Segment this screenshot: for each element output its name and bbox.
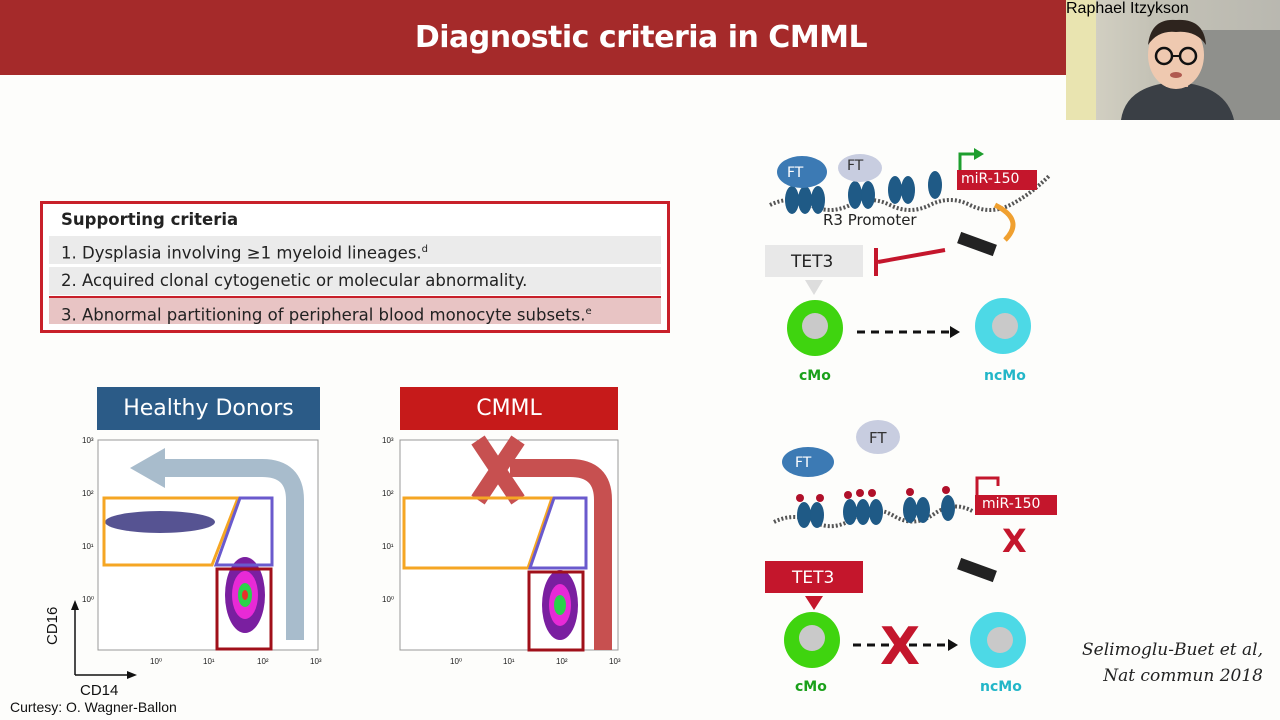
ft-label: FT: [795, 455, 812, 471]
mechanism-diagram: [765, 148, 1057, 668]
cmo-label: cMo: [799, 368, 831, 384]
nucleus: [987, 627, 1013, 653]
ft-label: FT: [869, 429, 887, 447]
table-row: 1. Dysplasia involving ≥1 myeloid lineag…: [49, 236, 661, 264]
methylation-marks: [796, 486, 950, 502]
x-block-icon: [471, 435, 525, 505]
y-tick: 10⁰: [82, 595, 95, 604]
mirna-label: miR-150: [982, 496, 1041, 512]
mirna-strand: [957, 557, 997, 583]
nucleosomes: [797, 495, 955, 528]
mirna-box: [957, 170, 1037, 190]
x-tick: 10³: [609, 657, 621, 666]
y-tick: 10¹: [82, 542, 94, 551]
table-row: 2. Acquired clonal cytogenetic or molecu…: [49, 267, 661, 295]
arrow-head: [950, 326, 960, 338]
x-tick: 10³: [310, 657, 322, 666]
ft-label: FT: [787, 165, 804, 181]
x-tick: 10²: [257, 657, 269, 666]
healthy-donors-label: Healthy Donors: [97, 387, 320, 430]
speaker-name: Raphael Itzykson: [1066, 0, 1189, 17]
y-tick: 10³: [82, 436, 94, 445]
tet3-box-active: [765, 561, 863, 593]
purple-gate: [527, 496, 588, 570]
promoter-label: R3 Promoter: [823, 211, 917, 229]
flow-cytometry-figure: [71, 435, 619, 679]
tet3-label: TET3: [792, 568, 835, 588]
footnote-mark: d: [421, 244, 429, 255]
arrow-head: [805, 596, 823, 610]
ft-protein: [838, 154, 882, 182]
arrow-head: [71, 600, 79, 610]
cmo-label: cMo: [795, 679, 827, 695]
y-tick: 10³: [382, 436, 394, 445]
mirna-label: miR-150: [961, 171, 1020, 187]
y-tick: 10²: [82, 489, 94, 498]
row-text: 2. Acquired clonal cytogenetic or molecu…: [61, 271, 528, 290]
orange-gate: [402, 496, 555, 570]
title-bar: [0, 0, 1066, 75]
inhibition-line: [877, 248, 946, 264]
transition-arrow: [160, 459, 304, 640]
purple-gate: [213, 496, 274, 567]
supporting-criteria-table: Supporting criteria 1. Dysplasia involvi…: [40, 201, 670, 333]
arrow-head: [948, 639, 958, 651]
y-tick: 10²: [382, 489, 394, 498]
cmml-label: CMML: [400, 387, 618, 430]
image-credit: Curtesy: O. Wagner-Ballon: [10, 699, 177, 715]
row-text: 1. Dysplasia involving ≥1 myeloid lineag…: [61, 243, 422, 263]
ft-label: FT: [847, 158, 864, 174]
x-tick: 10⁰: [150, 657, 163, 666]
arrow-head: [130, 448, 165, 488]
nucleus: [799, 625, 825, 651]
arrow-head: [127, 671, 137, 679]
mirna-box: [975, 495, 1057, 515]
x-tick: 10¹: [503, 657, 515, 666]
ncmo-label: ncMo: [984, 368, 1026, 384]
y-axis-label: CD16: [44, 606, 61, 645]
red-gate: [527, 570, 585, 652]
cmo-cluster: [105, 511, 215, 533]
y-tick: 10¹: [382, 542, 394, 551]
table-row-highlighted: 3. Abnormal partitioning of peripheral b…: [49, 296, 661, 325]
x-block-icon: X: [1002, 522, 1027, 560]
speaker-avatar: [1066, 0, 1280, 120]
x-block-icon: X: [880, 617, 921, 677]
promoter-off-mark: [975, 476, 1000, 495]
nucleosomes: [785, 171, 942, 214]
faded-arrow: [805, 280, 823, 295]
ft-protein: [777, 156, 827, 188]
table-header: Supporting criteria: [49, 206, 661, 234]
orange-arrow: [993, 202, 1016, 242]
citation-journal: Nat commun 2018: [1103, 666, 1263, 686]
x-tick: 10²: [556, 657, 568, 666]
footnote-mark: e: [585, 306, 592, 317]
ft-protein: [856, 420, 900, 454]
tet3-box: [765, 245, 863, 277]
x-tick: 10¹: [203, 657, 215, 666]
nucleus: [802, 313, 828, 339]
citation-authors: Selimoglu-Buet et al,: [1082, 640, 1263, 660]
ncmo-label: ncMo: [980, 679, 1022, 695]
orange-gate: [102, 496, 241, 567]
x-axis-label: CD14: [80, 682, 119, 699]
nucleus: [992, 313, 1018, 339]
cluster-center: [242, 590, 248, 600]
promoter-arrow: [958, 152, 978, 170]
tet3-label: TET3: [791, 252, 834, 272]
blocked-arrow: [510, 459, 612, 650]
red-gate: [215, 567, 273, 651]
ft-protein: [782, 447, 834, 477]
y-tick: 10⁰: [382, 595, 395, 604]
row-text: 3. Abnormal partitioning of peripheral b…: [61, 305, 586, 325]
arrow-head: [974, 148, 984, 160]
mirna-strand: [957, 231, 997, 257]
cluster-core: [554, 595, 566, 615]
speaker-video[interactable]: [1066, 0, 1280, 120]
x-tick: 10⁰: [450, 657, 463, 666]
slide-title: Diagnostic criteria in CMML: [414, 20, 868, 55]
